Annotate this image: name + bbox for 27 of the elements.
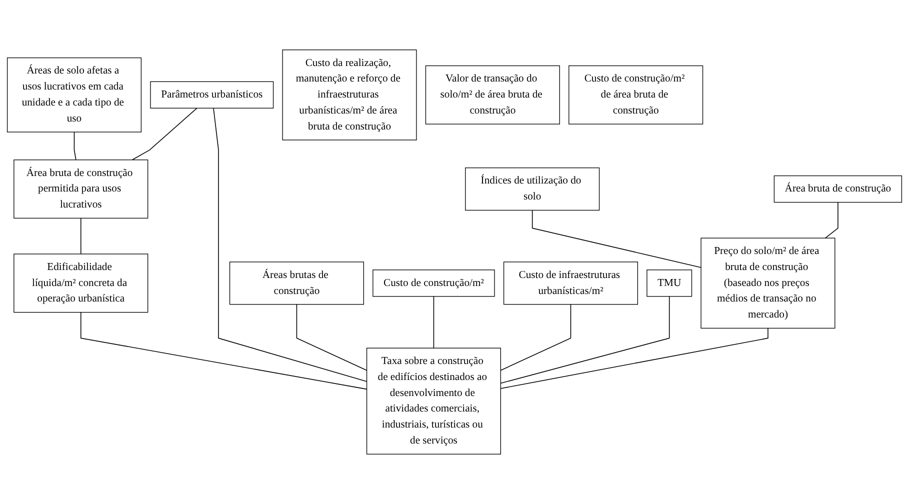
node-box: Área bruta de construção permitida para usos lucrativos — [14, 160, 148, 219]
connector — [500, 304, 572, 371]
node-box: Áreas brutas de construção — [229, 262, 364, 305]
node-box: Preço do solo/m² de área bruta de construção (baseado nos preços médios de transação no mercado) — [700, 238, 836, 329]
connector — [532, 210, 702, 268]
connector — [500, 296, 670, 384]
connector — [132, 108, 198, 160]
connector — [213, 108, 368, 382]
node-box: Valor de transação do solo/m² de área bruta de construção — [425, 65, 560, 124]
connector — [500, 328, 768, 389]
node-box: Edificabilidade líquida/m² concreta da operação urbanística — [14, 254, 148, 313]
node-box: Custo de construção/m² de área bruta de construção — [568, 65, 704, 124]
connector — [824, 202, 838, 238]
node-box: Taxa sobre a construção de edifícios destinados ao desenvolvimento de atividades comerciais, industriais, turísticas ou de serviços — [366, 348, 501, 454]
node-box: Índices de utilização do solo — [465, 168, 600, 211]
node-box: Áreas de solo afetas a usos lucrativos em cada unidade e a cada tipo de uso — [6, 57, 142, 132]
node-box: TMU — [646, 270, 692, 297]
connector — [433, 296, 434, 348]
node-box: Parâmetros urbanísticos — [150, 81, 274, 108]
node-box: Custo de construção/m² — [372, 270, 495, 297]
connector — [296, 304, 368, 371]
node-box: Área bruta de construção — [774, 175, 902, 203]
connector — [74, 132, 76, 160]
node-box: Custo de infraestruturas urbanísticas/m² — [503, 262, 638, 305]
node-box: Custo da realização, manutenção e reforço de infraestruturas urbanísticas/m² de área bruta de construção — [282, 50, 417, 140]
connector — [80, 312, 368, 390]
connector — [80, 218, 82, 254]
